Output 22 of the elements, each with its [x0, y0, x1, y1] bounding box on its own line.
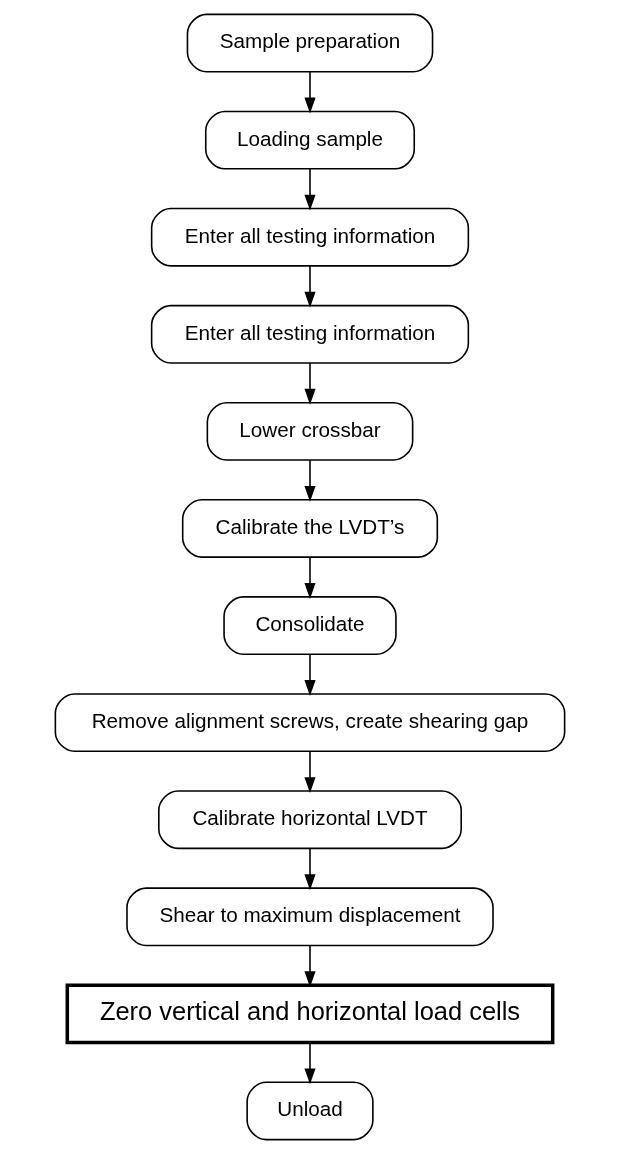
node-box: Unload — [245, 1081, 374, 1141]
arrow — [303, 362, 316, 405]
node-box: Calibrate horizontal LVDT — [157, 790, 462, 850]
arrow — [303, 847, 316, 891]
node-box: Lower crossbar — [206, 401, 413, 461]
node-box: Loading sample — [204, 110, 415, 170]
arrow — [303, 459, 316, 502]
node-box: Calibrate the LVDT’s — [181, 499, 438, 558]
arrow — [303, 653, 316, 696]
arrow — [303, 71, 316, 114]
node-box: Sample preparation — [186, 13, 433, 73]
node-box: Enter all testing information — [150, 207, 469, 267]
arrow — [303, 750, 316, 794]
node-box: Shear to maximum displacement — [125, 887, 494, 947]
arrow — [303, 1041, 316, 1085]
node-box: Enter all testing information — [150, 304, 469, 364]
arrow — [303, 265, 316, 308]
arrow — [303, 168, 316, 211]
node-box: Zero vertical and horizontal load cells — [65, 983, 554, 1045]
arrow — [303, 556, 316, 599]
node-box: Remove alignment screws, create shearing gap — [54, 693, 565, 753]
node-box: Consolidate — [222, 596, 397, 655]
